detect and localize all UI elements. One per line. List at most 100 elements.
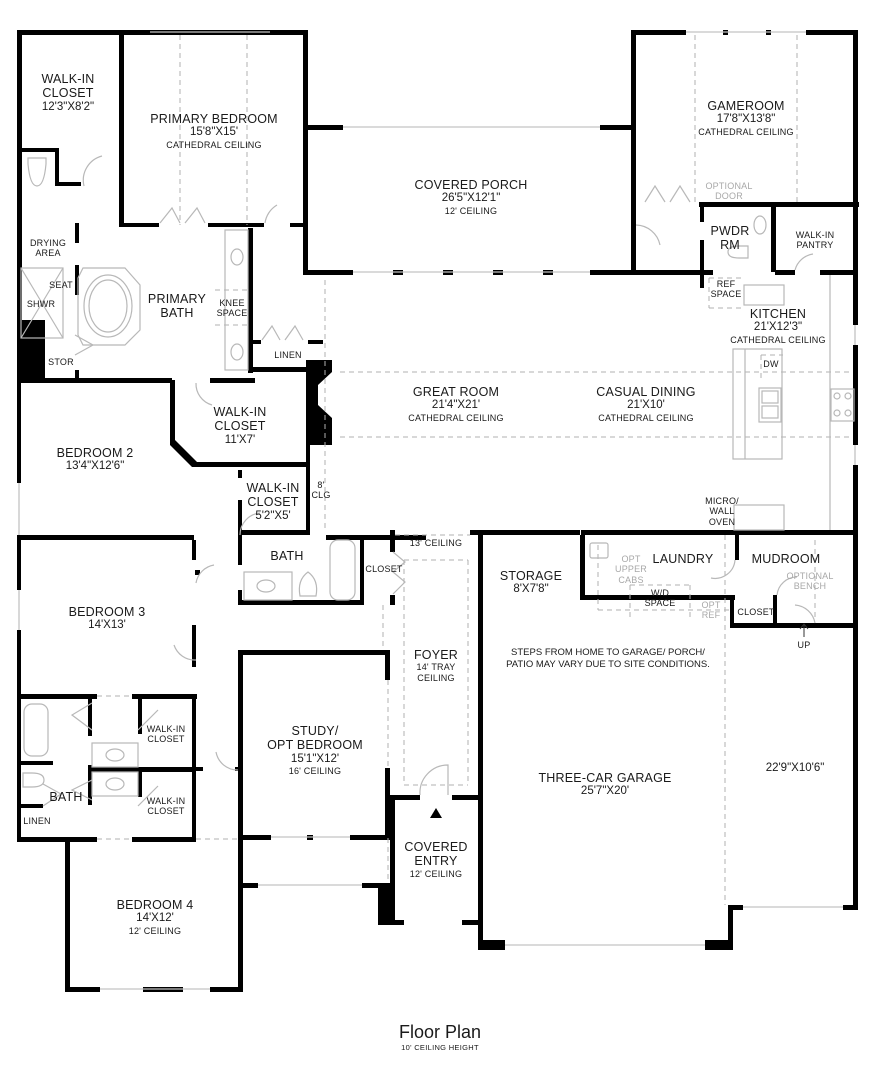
- room-covered-entry: COVERED ENTRY 12' CEILING: [404, 840, 467, 879]
- room-knee-space: KNEE SPACE: [217, 298, 248, 319]
- dashed-lines: [97, 35, 853, 905]
- room-name: STUDY/: [291, 724, 339, 738]
- subtitle-text: 10' CEILING HEIGHT: [401, 1043, 479, 1052]
- room-dimensions: 14'X12': [136, 912, 174, 925]
- room-ceiling: CATHEDRAL CEILING: [730, 334, 826, 345]
- fixtures: [20, 155, 855, 807]
- note-text: PATIO MAY VARY DUE TO SITE CONDITIONS.: [506, 659, 710, 671]
- room-name: KNEE: [219, 298, 245, 308]
- optional-text: OPT: [701, 600, 721, 610]
- room-name: CLOSET: [42, 86, 94, 101]
- room-dimensions: 5'2"X5': [255, 509, 291, 522]
- room-name: CLOSET: [214, 419, 266, 434]
- room-name: FOYER: [413, 648, 459, 662]
- room-name: DW: [763, 359, 779, 369]
- room-dimensions: 22'9"X10'6": [765, 762, 825, 774]
- room-garage-bay: 22'9"X10'6": [766, 762, 825, 775]
- room-laundry: LAUNDRY: [653, 552, 714, 566]
- room-name: MUDROOM: [751, 552, 821, 566]
- room-walkin-closet-a: WALK-IN CLOSET: [147, 724, 186, 745]
- room-dimensions: 14'X13': [88, 619, 126, 632]
- room-name: WALK-IN: [246, 481, 300, 495]
- room-powder: PWDR RM: [711, 224, 750, 253]
- room-seat: SEAT: [49, 280, 73, 290]
- windows-and-openings: [18, 31, 856, 990]
- room-ceiling: 14' TRAY: [416, 662, 456, 673]
- room-ceiling: CATHEDRAL CEILING: [598, 412, 694, 423]
- room-walkin-closet-b: WALK-IN CLOSET: [147, 796, 186, 817]
- room-name: DRYING: [29, 238, 67, 248]
- room-walkin-pantry: WALK-IN PANTRY: [796, 230, 835, 251]
- room-bedroom-4: BEDROOM 4 14'X12' 12' CEILING: [117, 898, 194, 936]
- room-name: AREA: [35, 248, 61, 259]
- room-name: ENTRY: [414, 854, 458, 869]
- room-linen-bath: LINEN: [23, 816, 51, 826]
- room-name: SPACE: [710, 289, 742, 300]
- room-name: CLOSET: [147, 806, 185, 817]
- room-walkin-closet-5x5: WALK-IN CLOSET 5'2"X5': [246, 481, 299, 523]
- walls: [17, 30, 859, 992]
- room-three-car-garage: THREE-CAR GARAGE 25'7"X20': [538, 771, 671, 799]
- room-covered-porch: COVERED PORCH 26'5"X12'1" 12' CEILING: [414, 178, 527, 216]
- room-name: BATH: [270, 549, 304, 563]
- room-storage: STORAGE 8'X7'8": [500, 569, 562, 597]
- room-ceiling: CATHEDRAL CEILING: [166, 139, 262, 150]
- room-name: CASUAL DINING: [596, 385, 696, 399]
- micro-wall-oven-label: MICRO/ WALL OVEN: [705, 496, 739, 527]
- room-name: STORAGE: [499, 569, 563, 583]
- optional-bench-label: OPTIONAL BENCH: [786, 571, 833, 592]
- room-primary-bedroom: PRIMARY BEDROOM 15'8"X15' CATHEDRAL CEIL…: [150, 112, 278, 150]
- room-dimensions: 11'X7': [224, 433, 256, 446]
- room-shower: SHWR: [27, 299, 55, 309]
- appliance-text: MICRO/: [705, 496, 739, 506]
- room-name: WALK-IN: [41, 72, 95, 86]
- foyer-top-ceiling-note: 13' CEILING: [410, 538, 462, 548]
- room-primary-bath: PRIMARY BATH: [148, 292, 206, 321]
- optional-text: CABS: [618, 574, 644, 585]
- room-name: PWDR: [710, 224, 750, 238]
- room-dimensions: 15'1"X12': [290, 752, 340, 765]
- room-ceiling: CATHEDRAL CEILING: [698, 126, 794, 137]
- up-arrow-icon: [799, 623, 809, 637]
- optional-door-text: OPTIONAL: [705, 181, 753, 191]
- steps-note: STEPS FROM HOME TO GARAGE/ PORCH/ PATIO …: [506, 647, 710, 672]
- room-name: WALK-IN: [146, 724, 186, 734]
- room-dimensions: 21'X12'3": [753, 321, 803, 334]
- room-name: SPACE: [216, 308, 248, 319]
- room-drying-area: DRYING AREA: [30, 238, 66, 259]
- optional-text: OPT: [621, 554, 641, 564]
- optional-text: BENCH: [793, 581, 827, 592]
- room-dimensions: 13'4"X12'6": [65, 460, 125, 473]
- room-bedroom-2: BEDROOM 2 13'4"X12'6": [57, 446, 134, 474]
- room-ceiling: 12' CEILING: [444, 205, 498, 216]
- appliance-text: WALL: [709, 506, 735, 517]
- room-name: COVERED PORCH: [414, 178, 528, 192]
- room-dimensions: 15'8"X15': [189, 126, 239, 139]
- room-name: CLOSET: [365, 564, 403, 574]
- room-ceiling: 12' CEILING: [409, 868, 463, 879]
- optional-text: REF: [701, 610, 721, 621]
- room-study: STUDY/ OPT BEDROOM 15'1"X12' 16' CEILING: [267, 724, 363, 776]
- room-linen-primary: LINEN: [274, 350, 302, 360]
- room-name: PRIMARY: [147, 292, 207, 306]
- up-label: UP: [798, 640, 811, 650]
- room-casual-dining: CASUAL DINING 21'X10' CATHEDRAL CEILING: [596, 385, 695, 423]
- room-name: WALK-IN: [795, 230, 835, 240]
- room-name: STOR: [48, 357, 74, 367]
- room-walkin-closet-11x7: WALK-IN CLOSET 11'X7': [213, 405, 266, 447]
- appliance-text: W/D: [650, 588, 670, 598]
- room-name: SEAT: [49, 280, 73, 290]
- ceiling-note-text: 8': [317, 480, 325, 490]
- room-name: SHWR: [26, 299, 56, 309]
- room-dimensions: 12'3"X8'2": [41, 100, 95, 113]
- room-great-room: GREAT ROOM 21'4"X21' CATHEDRAL CEILING: [408, 385, 503, 423]
- room-dimensions: 25'7"X20': [580, 785, 630, 798]
- room-mudroom-closet: CLOSET: [737, 607, 774, 617]
- room-name: RM: [720, 238, 740, 253]
- room-dimensions: 26'5"X12'1": [441, 192, 501, 205]
- room-ceiling: CEILING: [417, 672, 455, 683]
- dishwasher-label: DW: [763, 359, 778, 369]
- room-gameroom: GAMEROOM 17'8"X13'8" CATHEDRAL CEILING: [698, 99, 793, 137]
- optional-door-text: DOOR: [715, 191, 743, 202]
